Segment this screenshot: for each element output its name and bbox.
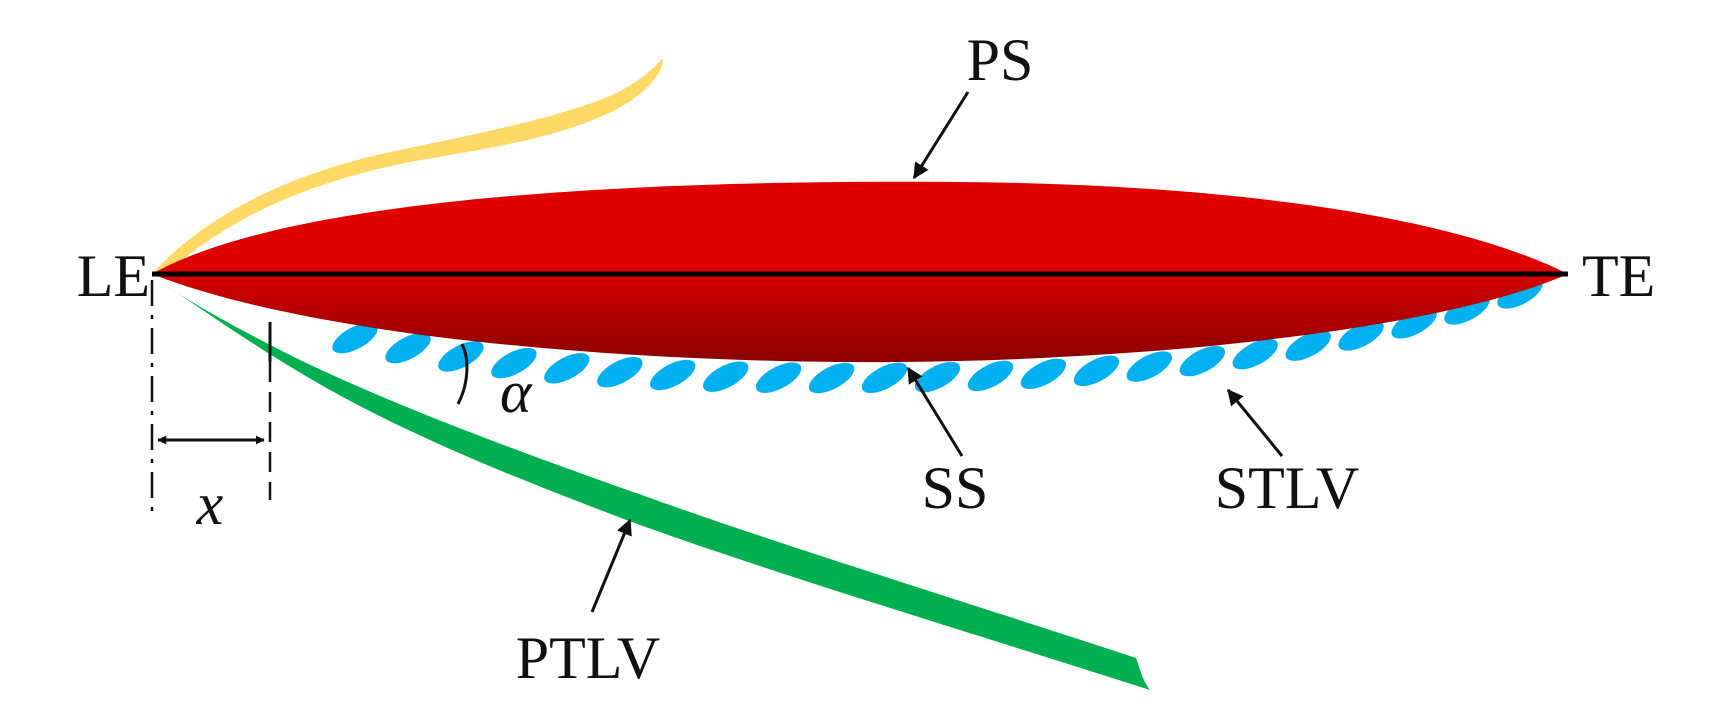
stlv-vortex-blob xyxy=(650,359,696,391)
stlv-vortex-blob xyxy=(597,356,643,388)
te-label: TE xyxy=(1582,243,1655,309)
ss-label: SS xyxy=(922,455,989,521)
stlv-vortex-blob xyxy=(544,353,590,384)
stlv-vortex-blob xyxy=(755,362,802,393)
stlv-vortex-blob xyxy=(967,360,1014,392)
stlv-vortices xyxy=(332,278,1543,394)
alpha-angle-arc xyxy=(456,343,469,405)
stlv-vortex-blob xyxy=(385,332,431,364)
stlv-vortex-blob xyxy=(1391,308,1437,339)
stlv-vortex-blob xyxy=(914,361,961,393)
ptlv-vortex-shape xyxy=(160,282,1150,690)
stlv-vortex-blob xyxy=(1179,345,1225,377)
stlv-vortex-blob xyxy=(1338,320,1384,351)
ps-arrow xyxy=(912,91,970,180)
ptlv-label: PTLV xyxy=(516,625,661,691)
stlv-label: STLV xyxy=(1215,455,1360,521)
stlv-vortex-blob xyxy=(491,347,537,379)
ss-arrow xyxy=(906,366,964,457)
stlv-vortex-blob xyxy=(1020,358,1067,390)
le-label: LE xyxy=(77,243,150,309)
stlv-arrow xyxy=(1226,388,1284,457)
stlv-vortex-blob xyxy=(861,362,908,394)
stlv-vortex-blob xyxy=(1073,355,1120,387)
stlv-vortex-blob xyxy=(1126,351,1172,382)
ps-label: PS xyxy=(967,27,1034,93)
ptlv-arrow xyxy=(590,518,632,613)
stlv-vortex-blob xyxy=(438,341,484,372)
alpha-label: α xyxy=(500,359,533,425)
stlv-vortex-blob xyxy=(332,322,378,354)
stlv-vortex-blob xyxy=(703,361,749,392)
stlv-vortex-blob xyxy=(1232,338,1278,370)
x-label: x xyxy=(196,471,224,537)
stlv-vortex-blob xyxy=(1285,330,1331,361)
stlv-vortex-blob xyxy=(808,362,855,394)
